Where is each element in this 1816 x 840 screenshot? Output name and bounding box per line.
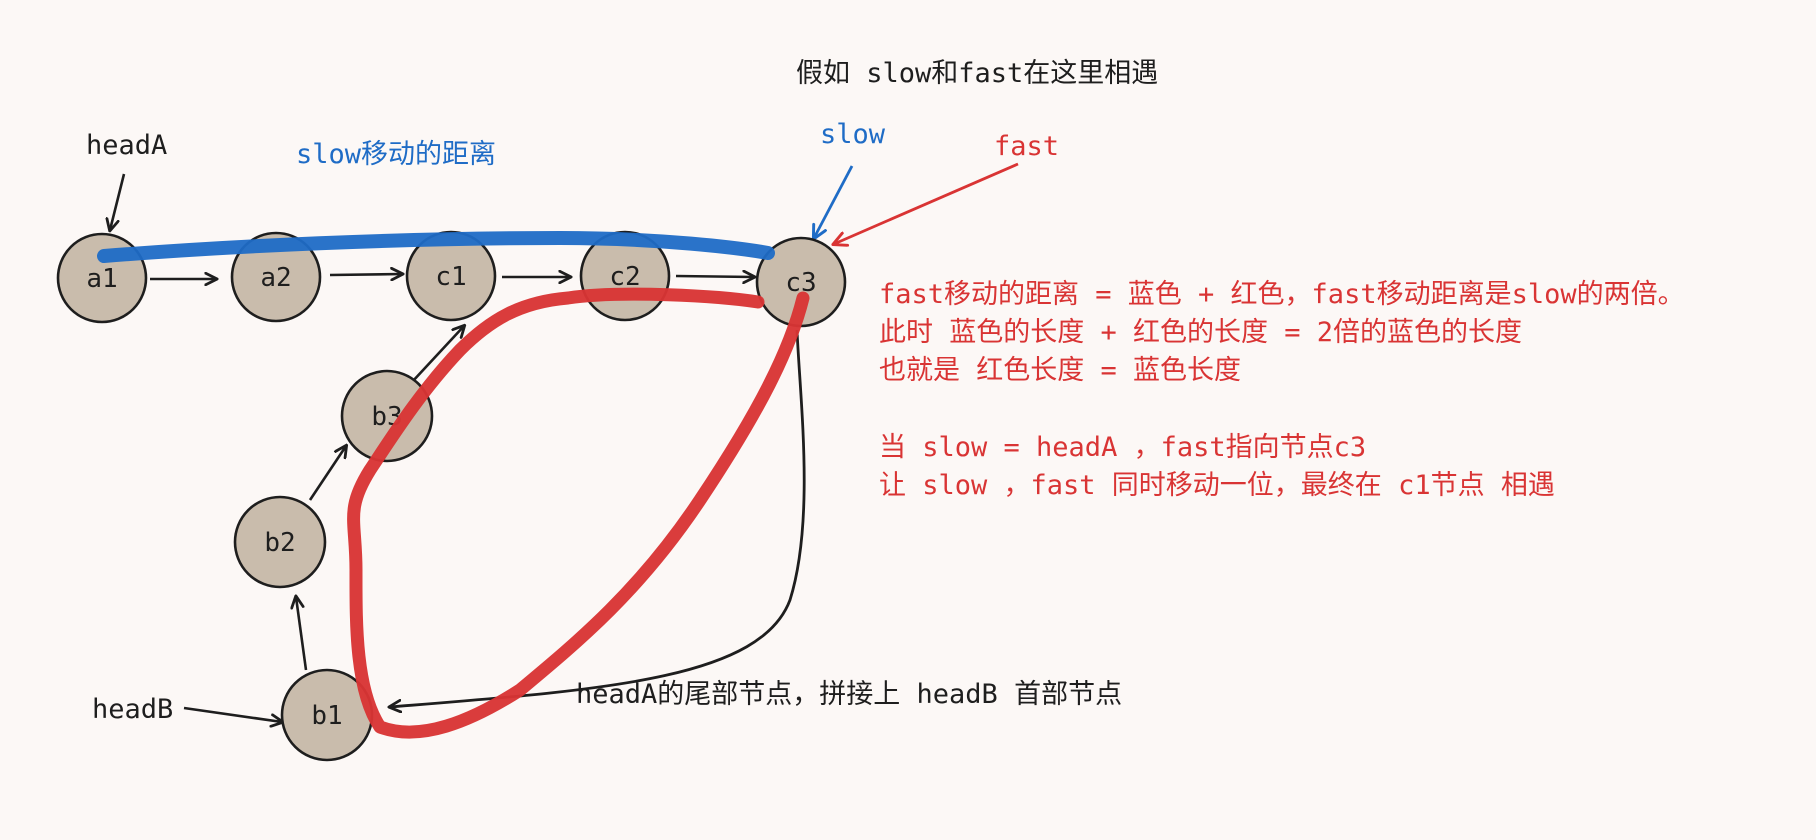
svg-text:b1: b1	[311, 701, 342, 731]
red-fast-path	[347, 287, 810, 739]
arrow-a2-c1	[329, 274, 402, 275]
node-c1: c1	[405, 230, 497, 322]
svg-text:a2: a2	[260, 263, 291, 293]
blue-slow-path	[97, 230, 775, 263]
node-c3: c3	[755, 236, 847, 328]
arrow-headA-a1	[110, 173, 126, 230]
explanation-line-1: fast移动的距离 = 蓝色 + 红色，fast移动距离是slow的两倍。	[879, 279, 1685, 310]
arrow-fast-c3	[834, 162, 1019, 244]
arrow-c2-c3	[675, 276, 754, 277]
c3-to-b1-link	[390, 329, 806, 707]
explanation-line-2: 此时 蓝色的长度 + 红色的长度 = 2倍的蓝色的长度	[879, 317, 1522, 348]
explanation-line-3: 也就是 红色长度 = 蓝色长度	[879, 355, 1241, 386]
headA-label: headA	[86, 130, 167, 161]
explanation-line-5: 让 slow ，fast 同时移动一位，最终在 c1节点 相遇	[879, 470, 1555, 501]
arrow-b1-b2	[296, 597, 308, 671]
arrow-b2-b3	[308, 446, 346, 501]
arrow-headB-b1	[183, 706, 282, 722]
arrow-b3-c1	[411, 326, 464, 383]
node-a2: a2	[230, 231, 322, 323]
svg-text:c1: c1	[435, 262, 466, 292]
fast-label: fast	[994, 131, 1059, 162]
svg-text:a1: a1	[86, 264, 117, 294]
svg-text:c2: c2	[609, 262, 640, 292]
title-text: 假如 slow和fast在这里相遇	[796, 58, 1158, 89]
slow-distance-label: slow移动的距离	[296, 139, 496, 170]
svg-text:b2: b2	[264, 528, 295, 558]
tail-to-head-label: headA的尾部节点，拼接上 headB 首部节点	[576, 679, 1122, 710]
headB-label: headB	[92, 694, 173, 725]
arrow-slow-c3	[814, 165, 854, 238]
node-b2: b2	[233, 495, 327, 589]
explanation-line-4: 当 slow = headA ，fast指向节点c3	[879, 432, 1366, 463]
slow-label: slow	[820, 119, 886, 150]
node-b1: b1	[280, 668, 374, 762]
